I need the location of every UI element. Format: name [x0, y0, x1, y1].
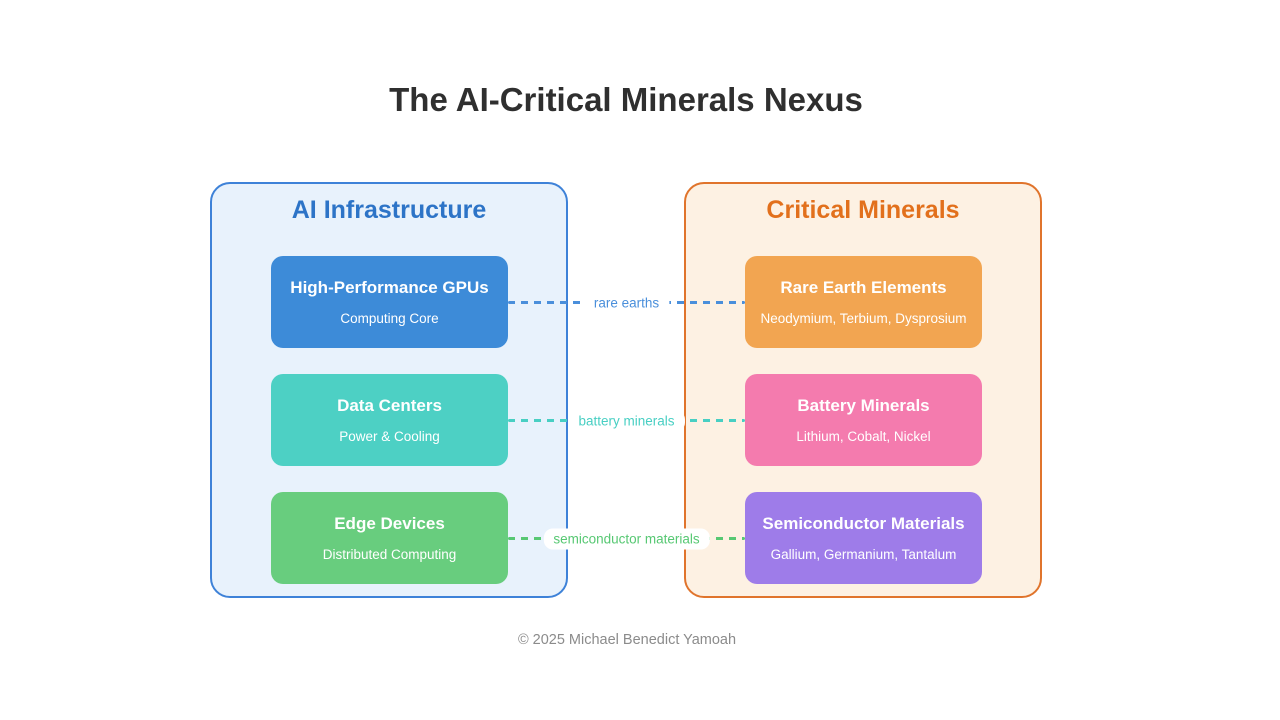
connector-battery-minerals: battery minerals [508, 410, 745, 431]
node-rare-earth-elements: Rare Earth Elements Neodymium, Terbium, … [745, 256, 982, 348]
node-data-centers-title: Data Centers [337, 396, 442, 415]
connector-battery-minerals-label: battery minerals [568, 410, 685, 431]
node-high-performance-gpus: High-Performance GPUs Computing Core [271, 256, 508, 348]
connector-rare-earths-label: rare earths [583, 292, 670, 313]
copyright-footer: © 2025 Michael Benedict Yamoah [517, 632, 737, 648]
node-data-centers: Data Centers Power & Cooling [271, 374, 508, 466]
node-high-performance-gpus-subtitle: Computing Core [340, 311, 439, 326]
connector-semiconductor-materials: semiconductor materials [508, 528, 745, 549]
node-battery-minerals-title: Battery Minerals [797, 396, 930, 415]
node-battery-minerals: Battery Minerals Lithium, Cobalt, Nickel [745, 374, 982, 466]
node-edge-devices-subtitle: Distributed Computing [322, 547, 457, 562]
node-edge-devices: Edge Devices Distributed Computing [271, 492, 508, 584]
node-high-performance-gpus-title: High-Performance GPUs [290, 278, 489, 297]
node-rare-earth-elements-title: Rare Earth Elements [780, 278, 947, 297]
connector-rare-earths: rare earths [508, 292, 745, 313]
node-rare-earth-elements-subtitle: Neodymium, Terbium, Dysprosium [760, 311, 967, 326]
node-edge-devices-title: Edge Devices [334, 514, 445, 533]
connector-semiconductor-materials-label: semiconductor materials [543, 528, 710, 549]
node-battery-minerals-subtitle: Lithium, Cobalt, Nickel [796, 429, 931, 444]
panel-ai-infrastructure-title: AI Infrastructure [291, 196, 487, 224]
node-semiconductor-materials-subtitle: Gallium, Germanium, Tantalum [770, 547, 957, 562]
panel-critical-minerals: Critical Minerals Rare Earth Elements Ne… [684, 182, 1042, 598]
diagram-title: The AI-Critical Minerals Nexus [389, 81, 863, 118]
panel-critical-minerals-title: Critical Minerals [766, 196, 960, 224]
node-semiconductor-materials-title: Semiconductor Materials [762, 514, 965, 533]
node-data-centers-subtitle: Power & Cooling [339, 429, 440, 444]
node-semiconductor-materials: Semiconductor Materials Gallium, Germani… [745, 492, 982, 584]
panel-ai-infrastructure: AI Infrastructure High-Performance GPUs … [210, 182, 568, 598]
